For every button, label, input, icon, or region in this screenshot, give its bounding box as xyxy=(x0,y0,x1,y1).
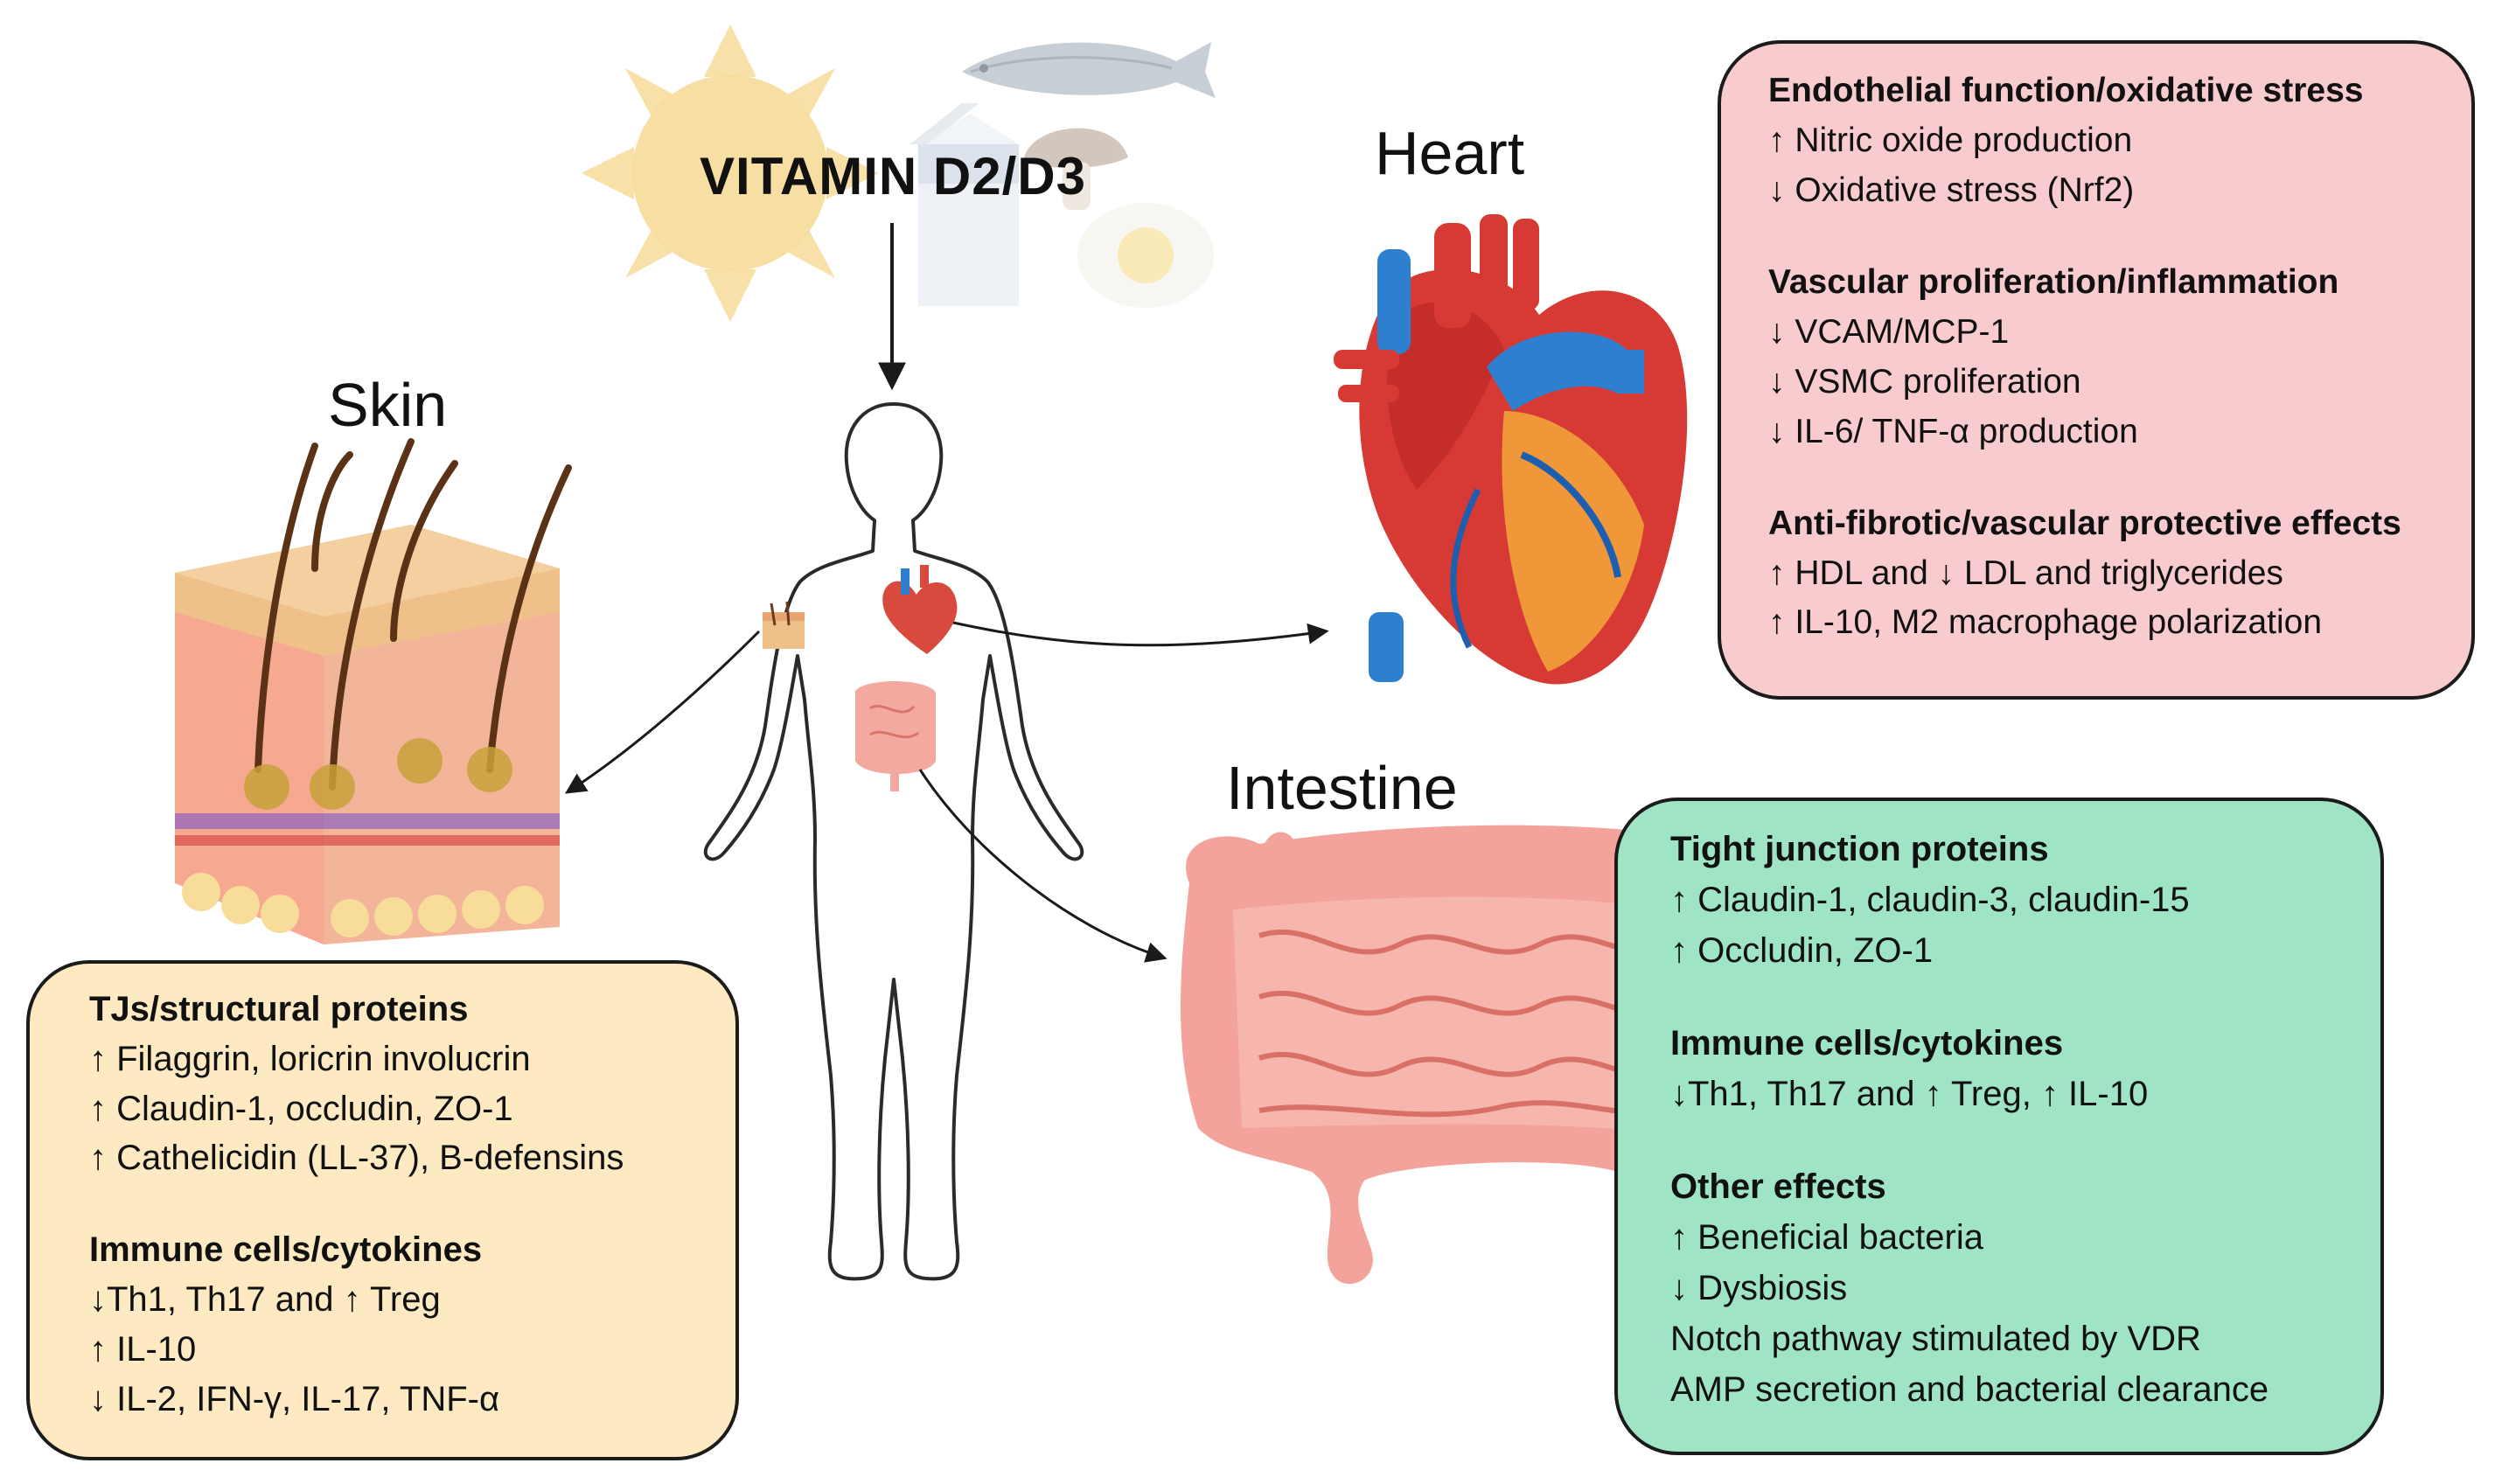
fish-icon xyxy=(962,42,1216,98)
effect-line: ↓ Oxidative stress (Nrf2) xyxy=(1768,171,2135,209)
milk-carton-icon xyxy=(909,103,1019,306)
effect-line: ↑ Filaggrin, loricrin involucrin xyxy=(89,1039,531,1078)
effect-line: ↓Th1, Th17 and ↑ Treg xyxy=(89,1279,441,1319)
effect-line: ↓ IL-6/ TNF-α production xyxy=(1768,412,2138,450)
intestine-section-tight-junction: Tight junction proteins ↑ Claudin-1, cla… xyxy=(1670,824,2380,976)
heart-title: Heart xyxy=(1375,119,1525,187)
effect-line: ↑ Cathelicidin (LL-37), B-defensins xyxy=(89,1139,624,1178)
skin-title: Skin xyxy=(328,371,448,439)
body-intestine-icon xyxy=(855,680,936,791)
arrow-to-skin xyxy=(564,630,761,794)
arrow-to-heart xyxy=(952,621,1329,647)
effect-line: ↑ Claudin-1, occludin, ZO-1 xyxy=(89,1089,513,1128)
effect-line: ↓ VCAM/MCP-1 xyxy=(1768,312,2010,351)
skin-section-structural: TJs/structural proteins ↑ Filaggrin, lor… xyxy=(89,985,735,1183)
intestine-title: Intestine xyxy=(1226,754,1458,822)
skin-effects-box: TJs/structural proteins ↑ Filaggrin, lor… xyxy=(26,960,739,1460)
effect-line: AMP secretion and bacterial clearance xyxy=(1670,1370,2269,1409)
effect-line: ↓ Dysbiosis xyxy=(1670,1269,1848,1307)
heart-section-endothelial: Endothelial function/oxidative stress ↑ … xyxy=(1768,66,2471,216)
skin-illustration xyxy=(175,438,572,944)
sun-icon xyxy=(582,24,879,322)
heart-illustration xyxy=(1334,214,1688,685)
section-heading: Anti-fibrotic/vascular protective effect… xyxy=(1768,504,2401,542)
heart-section-antifibrotic: Anti-fibrotic/vascular protective effect… xyxy=(1768,499,2471,649)
effect-line: ↓ VSMC proliferation xyxy=(1768,362,2081,401)
effect-line: ↑ Beneficial bacteria xyxy=(1670,1218,1983,1257)
intestine-section-immune: Immune cells/cytokines ↓Th1, Th17 and ↑ … xyxy=(1670,1018,2380,1119)
body-heart-icon xyxy=(882,565,958,654)
skin-section-immune: Immune cells/cytokines ↓Th1, Th17 and ↑ … xyxy=(89,1225,735,1424)
section-heading: Tight junction proteins xyxy=(1670,830,2049,868)
body-skin-icon xyxy=(763,601,805,649)
effect-line: ↑ Nitric oxide production xyxy=(1768,121,2133,159)
section-heading: Vascular proliferation/inflammation xyxy=(1768,262,2339,301)
heart-section-vascular: Vascular proliferation/inflammation ↓ VC… xyxy=(1768,258,2471,457)
section-heading: Endothelial function/oxidative stress xyxy=(1768,72,2364,109)
effect-line: ↓ IL-2, IFN-γ, IL-17, TNF-α xyxy=(89,1379,500,1418)
effect-line: ↑ IL-10 xyxy=(89,1329,197,1369)
effect-line: ↑ IL-10, M2 macrophage polarization xyxy=(1768,603,2323,642)
mushroom-icon xyxy=(1023,128,1128,210)
intestine-effects-box: Tight junction proteins ↑ Claudin-1, cla… xyxy=(1614,798,2384,1455)
intestine-section-other: Other effects ↑ Beneficial bacteria ↓ Dy… xyxy=(1670,1161,2380,1415)
heart-effects-box: Endothelial function/oxidative stress ↑ … xyxy=(1718,40,2475,700)
arrow-to-intestine xyxy=(918,769,1167,963)
egg-icon xyxy=(1077,203,1214,308)
effect-line: ↓Th1, Th17 and ↑ Treg, ↑ IL-10 xyxy=(1670,1075,2149,1113)
intestine-illustration xyxy=(1181,825,1751,1285)
effect-line: Notch pathway stimulated by VDR xyxy=(1670,1320,2201,1358)
section-heading: Immune cells/cytokines xyxy=(1670,1024,2064,1062)
section-heading: Immune cells/cytokines xyxy=(89,1230,483,1270)
effect-line: ↑ HDL and ↓ LDL and triglycerides xyxy=(1768,554,2283,592)
effect-line: ↑ Occludin, ZO-1 xyxy=(1670,931,1934,970)
section-heading: Other effects xyxy=(1670,1167,1886,1206)
effect-line: ↑ Claudin-1, claudin-3, claudin-15 xyxy=(1670,881,2190,919)
vitamin-label: VITAMIN D2/D3 xyxy=(700,147,1086,206)
section-heading: TJs/structural proteins xyxy=(89,990,469,1028)
human-body-outline xyxy=(703,402,1084,1281)
